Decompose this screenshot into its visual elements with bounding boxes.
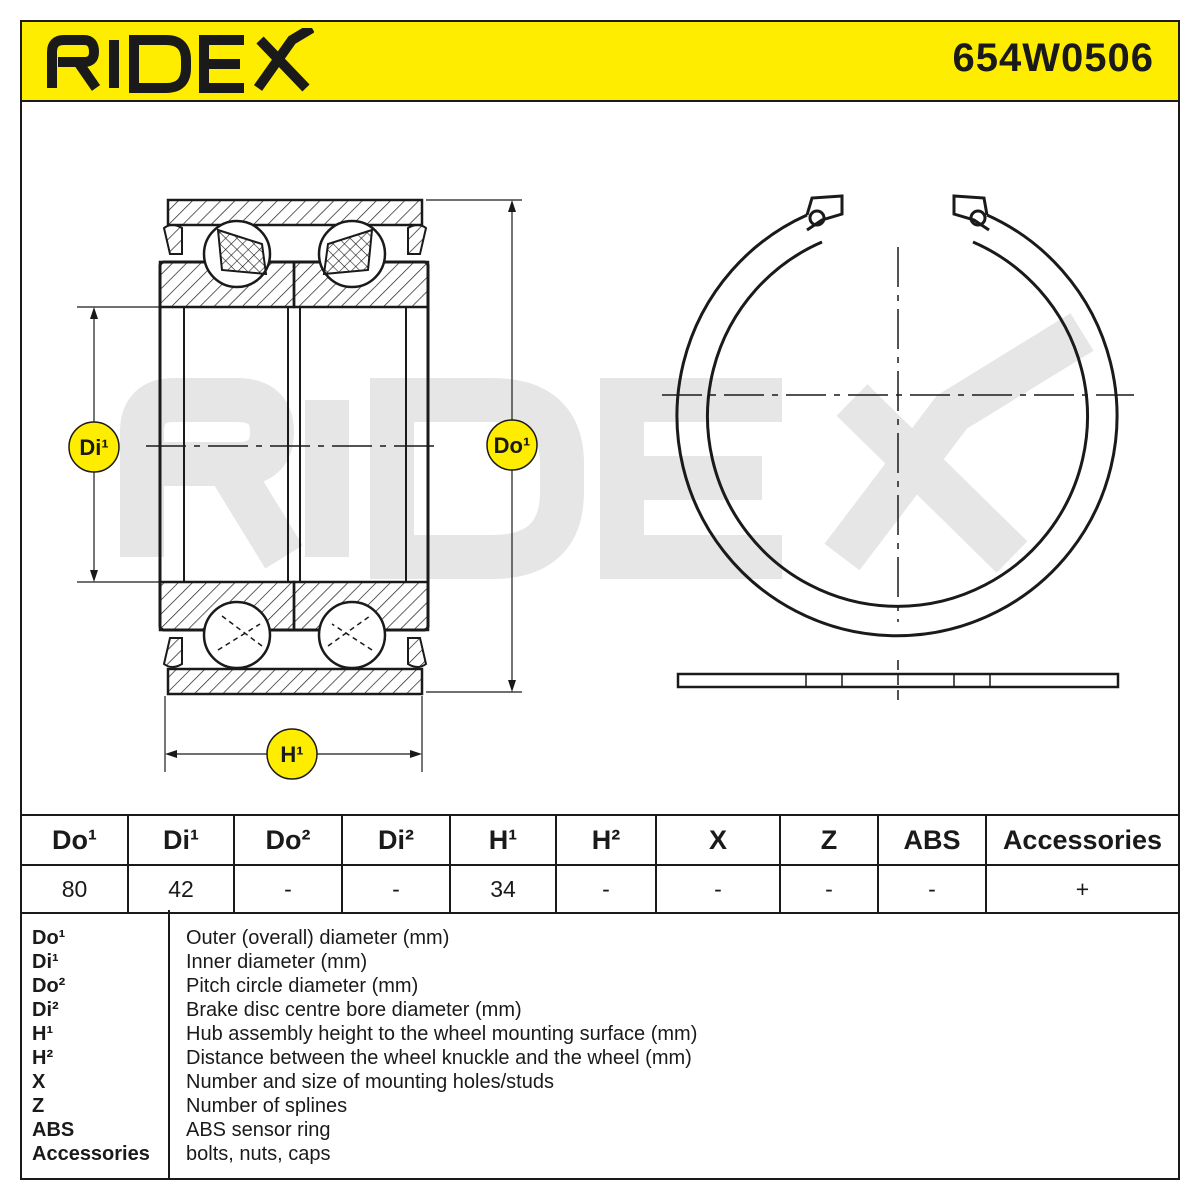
di1-badge: Di¹ <box>68 421 120 473</box>
spec-header-cell: Accessories <box>985 814 1178 866</box>
spec-value-cell: - <box>877 864 987 914</box>
spec-value-cell: + <box>985 864 1178 914</box>
bearing-drawing-svg: Di¹ Do¹ H¹ <box>68 194 1134 780</box>
legend-key: Do² <box>32 975 66 997</box>
legend-divider <box>168 910 170 1178</box>
h1-badge: H¹ <box>266 728 318 780</box>
svg-text:Do¹: Do¹ <box>494 433 531 458</box>
spec-value-cell: 42 <box>127 864 235 914</box>
legend-description: Distance between the wheel knuckle and t… <box>186 1047 692 1069</box>
legend-description: Inner diameter (mm) <box>186 951 368 973</box>
legend-key: X <box>32 1071 46 1093</box>
spec-value-cell: 34 <box>449 864 557 914</box>
legend-description: Brake disc centre bore diameter (mm) <box>186 999 522 1021</box>
legend-description: bolts, nuts, caps <box>186 1143 331 1165</box>
legend-key: Z <box>32 1095 45 1117</box>
svg-text:H¹: H¹ <box>280 742 303 767</box>
legend-description: ABS sensor ring <box>186 1119 331 1141</box>
spec-header-cell: H¹ <box>449 814 557 866</box>
spec-value-cell: - <box>555 864 657 914</box>
spec-header-cell: ABS <box>877 814 987 866</box>
legend-key: Di² <box>32 999 59 1021</box>
spec-header-cell: Di¹ <box>127 814 235 866</box>
legend-description: Outer (overall) diameter (mm) <box>186 927 450 949</box>
do1-badge: Do¹ <box>486 419 538 471</box>
legend-key: ABS <box>32 1119 75 1141</box>
ridex-logo <box>47 28 314 93</box>
spec-value-cell: 80 <box>22 864 129 914</box>
spec-value-cell: - <box>779 864 879 914</box>
spec-header-cell: Di² <box>341 814 451 866</box>
legend-key: H¹ <box>32 1023 54 1045</box>
spec-value-cell: - <box>341 864 451 914</box>
legend-description: Hub assembly height to the wheel mountin… <box>186 1023 698 1045</box>
legend-description: Number and size of mounting holes/studs <box>186 1071 554 1093</box>
spec-header-cell: X <box>655 814 781 866</box>
circlip-side-view <box>676 660 1120 704</box>
spec-header-cell: Z <box>779 814 879 866</box>
legend-key: Di¹ <box>32 951 59 973</box>
spec-header-cell: H² <box>555 814 657 866</box>
part-number: 654W0506 <box>952 36 1154 80</box>
legend-key: Accessories <box>32 1143 150 1165</box>
technical-drawing: Di¹ Do¹ H¹ <box>22 102 1178 814</box>
legend-descriptions: Outer (overall) diameter (mm)Inner diame… <box>186 926 697 1166</box>
spec-value-cell: - <box>655 864 781 914</box>
legend-description: Pitch circle diameter (mm) <box>186 975 419 997</box>
spec-value-cell: - <box>233 864 343 914</box>
product-sheet: 654W0506 <box>20 20 1180 1180</box>
circlip-front-view <box>662 194 1134 638</box>
bearing-section <box>146 198 442 696</box>
watermark-logo <box>120 313 1094 579</box>
header-bar: 654W0506 <box>22 22 1178 102</box>
legend-description: Number of splines <box>186 1095 348 1117</box>
spec-header-cell: Do¹ <box>22 814 129 866</box>
spec-header-cell: Do² <box>233 814 343 866</box>
legend-key: Do¹ <box>32 927 66 949</box>
legend-key: H² <box>32 1047 54 1069</box>
svg-text:Di¹: Di¹ <box>79 435 108 460</box>
